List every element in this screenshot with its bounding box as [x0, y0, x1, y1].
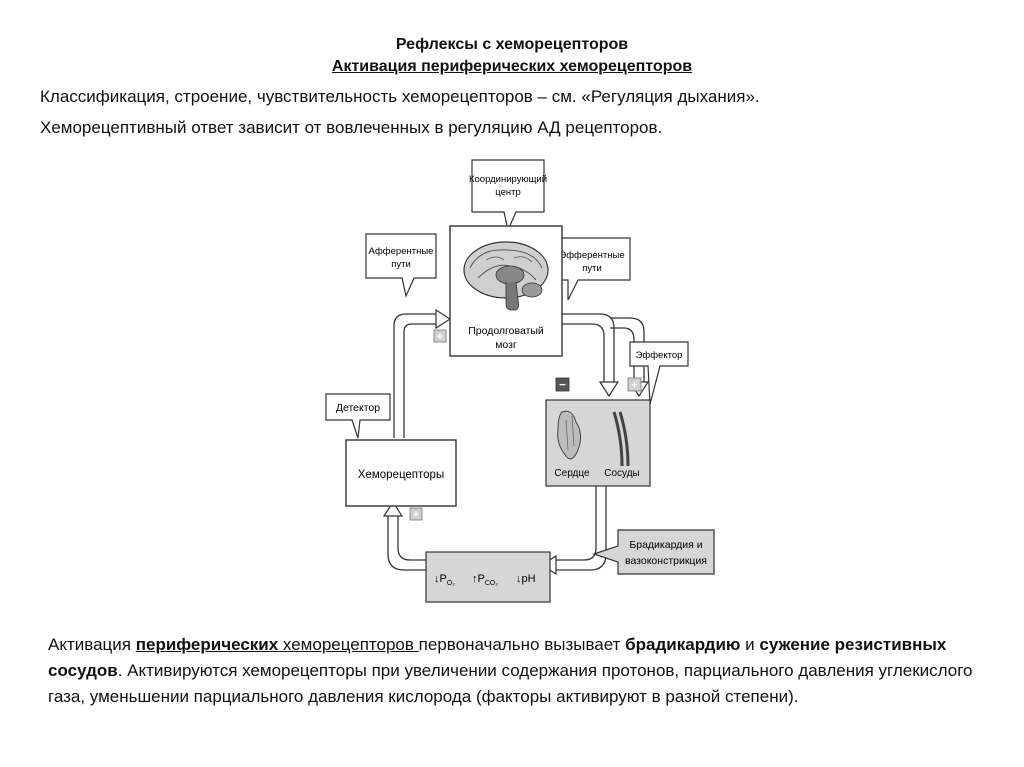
heart-icon	[557, 410, 582, 460]
page-title: Рефлексы с хеморецепторов	[395, 36, 629, 53]
brain-icon	[463, 241, 549, 311]
svg-text:Хеморецепторы: Хеморецепторы	[358, 469, 444, 481]
intro-line-2: Хеморецептивный ответ зависит от вовлече…	[40, 118, 663, 137]
detector-label: Детектор	[325, 393, 391, 439]
efferent-pathways-label: Эфферентные пути	[551, 237, 631, 301]
coordinating-center-label: Координирующий центр	[469, 159, 547, 232]
plus-sign-vessels: +	[627, 377, 642, 392]
svg-text:пути: пути	[582, 263, 602, 274]
svg-text:Эфферентные: Эфферентные	[559, 250, 624, 261]
chemoreceptors-box: Хеморецепторы	[345, 439, 457, 507]
vessels-label: Сосуды	[604, 468, 639, 479]
svg-text:+: +	[437, 331, 443, 343]
intro-line-1: Классификация, строение, чувствительност…	[40, 87, 760, 106]
plus-sign-stimuli: +	[409, 507, 423, 521]
svg-text:Детектор: Детектор	[336, 402, 380, 414]
svg-text:Эффектор: Эффектор	[636, 350, 683, 361]
svg-text:пути: пути	[391, 259, 411, 270]
svg-text:вазоконстрикция: вазоконстрикция	[625, 555, 707, 567]
minus-sign-heart: −	[555, 378, 570, 392]
effector-label: Эффектор	[629, 341, 689, 405]
afferent-pathways-label: Афферентные пути	[365, 233, 437, 298]
heart-label: Сердце	[554, 468, 590, 479]
medulla-label-2: мозг	[495, 339, 517, 351]
ph-label: ↓pH	[516, 573, 536, 585]
svg-text:Координирующий: Координирующий	[469, 174, 547, 185]
svg-text:+: +	[413, 509, 419, 521]
svg-text:−: −	[559, 378, 566, 392]
svg-text:Брадикардия и: Брадикардия и	[629, 539, 702, 551]
plus-sign-afferent: +	[433, 329, 447, 343]
effector-box: Сердце Сосуды	[545, 399, 651, 487]
stimuli-box: ↓PO₂ ↑PCO₂ ↓pH	[425, 551, 551, 603]
medulla-label: Продолговатый	[468, 325, 544, 337]
pco2-label: ↑PCO₂	[472, 573, 498, 587]
bottom-paragraph: Активация периферических хеморецепторов …	[48, 635, 973, 706]
vessels-icon	[612, 411, 630, 467]
chemoreceptor-reflex-diagram: Координирующий центр Афферентные пути Эф…	[325, 159, 715, 603]
svg-text:центр: центр	[495, 187, 521, 198]
page-subtitle: Активация периферических хеморецепторов	[331, 58, 693, 75]
svg-text:Афферентные: Афферентные	[369, 246, 434, 257]
result-label: Брадикардия и вазоконстрикция	[592, 529, 715, 575]
po2-label: ↓PO₂	[434, 573, 455, 587]
svg-text:+: +	[631, 380, 637, 392]
medulla-box: Продолговатый мозг	[449, 225, 563, 357]
